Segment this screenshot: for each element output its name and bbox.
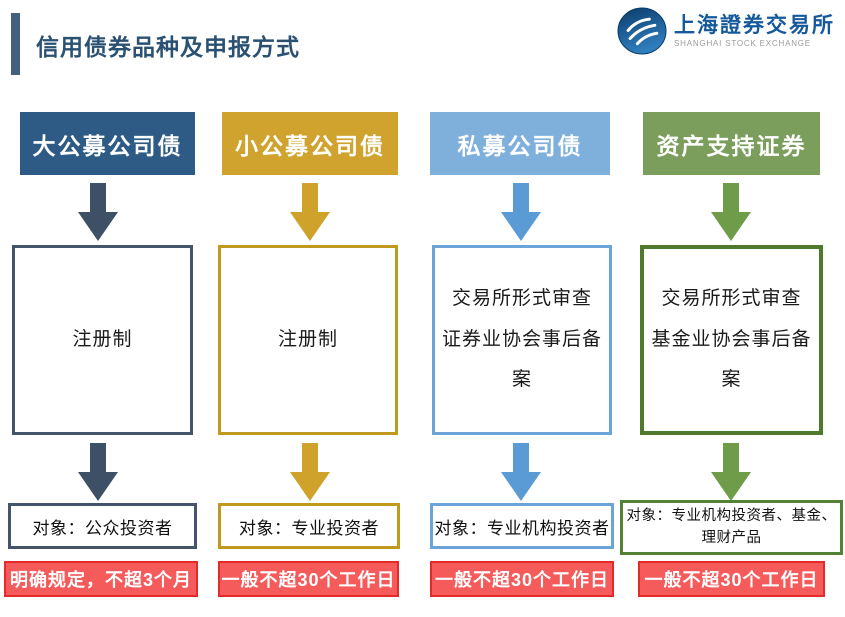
down-arrow-icon bbox=[290, 443, 330, 501]
target-investor-box: 对象：专业投资者 bbox=[218, 503, 400, 549]
down-arrow-icon bbox=[501, 443, 541, 501]
timeline-box: 一般不超30个工作日 bbox=[638, 561, 825, 597]
column-private-bond: 私募公司债 交易所形式审查 证券业协会事后备案 对象：专业机构投资者 一般不超3… bbox=[430, 0, 614, 617]
page-title: 信用债券品种及申报方式 bbox=[36, 34, 300, 60]
down-arrow-icon bbox=[78, 183, 118, 241]
timeline-box: 明确规定，不超3个月 bbox=[4, 561, 198, 597]
sse-logo-name: 上海證券交易所 bbox=[674, 12, 835, 37]
down-arrow-icon bbox=[711, 183, 751, 241]
down-arrow-icon bbox=[290, 183, 330, 241]
review-process-box: 交易所形式审查 基金业协会事后备案 bbox=[640, 245, 823, 435]
target-investor-box: 对象：专业机构投资者、基金、理财产品 bbox=[620, 500, 843, 555]
column-header: 资产支持证券 bbox=[643, 112, 820, 175]
review-process-box: 注册制 bbox=[12, 245, 193, 435]
target-investor-box: 对象：专业机构投资者 bbox=[430, 503, 614, 549]
review-line: 交易所形式审查 bbox=[661, 287, 802, 309]
column-header: 私募公司债 bbox=[430, 112, 610, 175]
review-line: 注册制 bbox=[72, 328, 133, 350]
down-arrow-icon bbox=[78, 443, 118, 501]
sse-globe-icon bbox=[617, 7, 667, 55]
sse-logo-text: 上海證券交易所 SHANGHAI STOCK EXCHANGE bbox=[674, 12, 835, 49]
title-accent-bar bbox=[11, 13, 20, 75]
column-header: 小公募公司债 bbox=[222, 112, 398, 175]
sse-logo-subtitle: SHANGHAI STOCK EXCHANGE bbox=[674, 39, 811, 49]
column-big-public-bond: 大公募公司债 注册制 对象：公众投资者 明确规定，不超3个月 bbox=[4, 0, 198, 617]
timeline-box: 一般不超30个工作日 bbox=[430, 561, 614, 597]
review-line: 证券业协会事后备案 bbox=[441, 328, 602, 391]
down-arrow-icon bbox=[501, 183, 541, 241]
target-investor-box: 对象：公众投资者 bbox=[8, 503, 197, 549]
timeline-box: 一般不超30个工作日 bbox=[218, 561, 399, 597]
review-process-box: 注册制 bbox=[218, 245, 398, 435]
review-line: 交易所形式审查 bbox=[451, 287, 592, 309]
sse-logo: 上海證券交易所 SHANGHAI STOCK EXCHANGE bbox=[617, 6, 835, 56]
review-process-box: 交易所形式审查 证券业协会事后备案 bbox=[432, 245, 612, 435]
column-asset-backed-securities: 资产支持证券 交易所形式审查 基金业协会事后备案 对象：专业机构投资者、基金、理… bbox=[620, 0, 845, 617]
review-line: 基金业协会事后备案 bbox=[651, 328, 812, 391]
column-small-public-bond: 小公募公司债 注册制 对象：专业投资者 一般不超30个工作日 bbox=[218, 0, 400, 617]
column-header: 大公募公司债 bbox=[20, 112, 195, 175]
down-arrow-icon bbox=[711, 443, 751, 501]
review-line: 注册制 bbox=[277, 328, 338, 350]
